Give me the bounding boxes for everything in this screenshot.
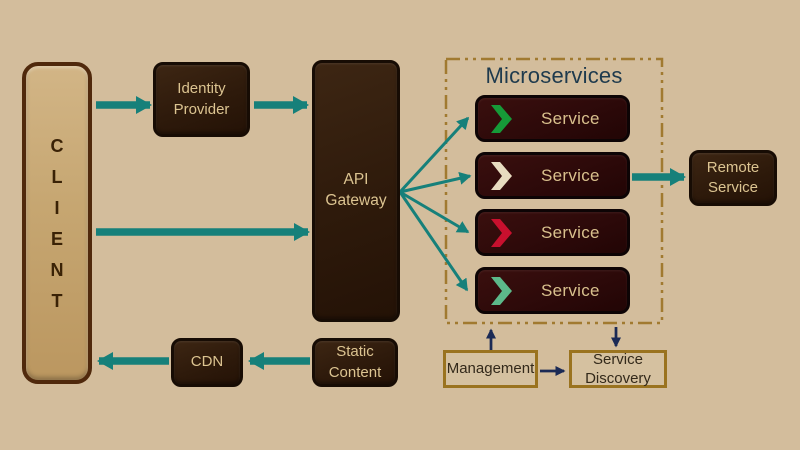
service-2-label: Service [541,165,600,185]
edge-apigateway-service1 [398,116,470,194]
chevron-right-icon [491,161,512,190]
service-discovery-node: Service Discovery [569,350,667,388]
service-2-node: Service [475,152,630,199]
identity-provider-label: Identity Provider [173,80,230,118]
cdn-label: CDN [190,353,224,371]
chevron-right-icon [491,276,512,305]
microservices-title: Microservices [485,63,623,88]
static-content-label: Static Content [328,343,382,381]
edge-apigateway-service3 [399,190,470,234]
service-1-node: Service [475,95,630,142]
management-label: Management [446,360,535,378]
service-3-label: Service [541,222,600,242]
management-node: Management [443,350,538,388]
chevron-right-icon [491,218,512,247]
client-node: C L I E N T [22,62,92,384]
remote-service-label: Remote Service [706,158,760,196]
api-gateway-node: API Gateway [312,60,400,322]
edge-apigateway-service2 [399,172,472,194]
client-label: C L I E N T [50,135,64,311]
api-gateway-label: API Gateway [325,171,387,209]
service-3-node: Service [475,209,630,256]
identity-provider-node: Identity Provider [153,62,250,137]
service-1-label: Service [541,108,600,128]
chevron-right-icon [491,104,512,133]
service-4-label: Service [541,280,600,300]
edge-apigateway-service4 [398,191,469,292]
service-4-node: Service [475,267,630,314]
static-content-node: Static Content [312,338,398,387]
remote-service-node: Remote Service [689,150,777,206]
service-discovery-label: Service Discovery [585,350,651,388]
cdn-node: CDN [171,338,243,387]
